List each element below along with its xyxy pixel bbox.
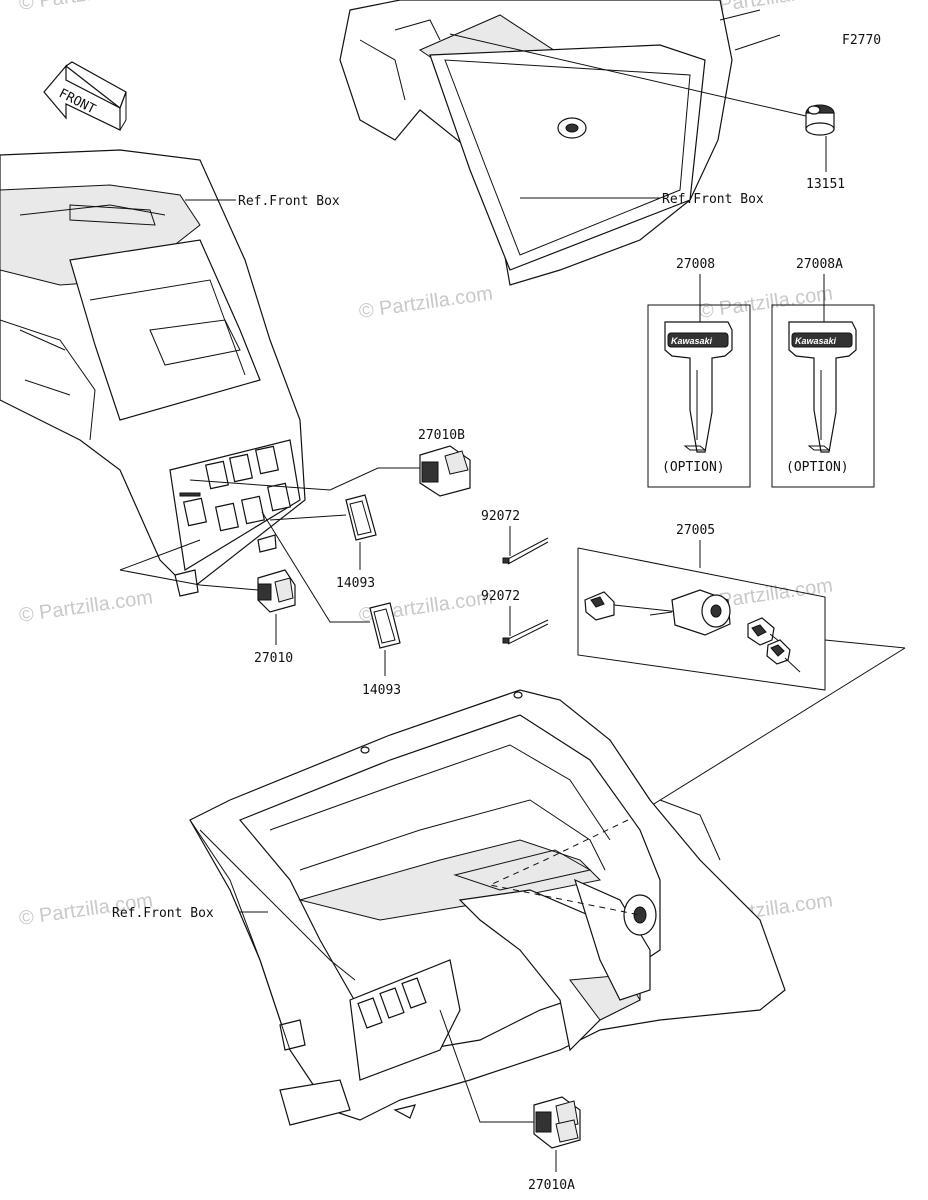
dashboard-panel-top-left [0,149,306,597]
watermark: © Partzilla.com [698,282,835,323]
switch-27010B [419,445,471,497]
figure-code: F2770 [842,33,881,48]
part-label-14093-b: 14093 [362,683,401,698]
key-card-27008A: Kawasaki (OPTION) [771,304,875,488]
ref-label-bottom: Ref.Front Box [112,906,214,921]
front-box-bottom [189,689,786,1126]
watermark: © Partzilla.com [18,0,155,15]
part-label-13151: 13151 [806,177,845,192]
cap-14093-a [345,494,377,541]
key-brand-left: Kawasaki [671,336,713,346]
part-label-92072-a: 92072 [481,509,520,524]
part-label-14093-a: 14093 [336,576,375,591]
tie-92072-b [502,619,549,645]
part-label-27005: 27005 [676,523,715,538]
socket-13151 [805,104,835,136]
option-label-left: (OPTION) [662,460,725,475]
ref-label-top-left: Ref.Front Box [238,194,340,209]
ignition-set-27005 [577,547,826,691]
part-label-27008A: 27008A [796,257,843,272]
ref-label-top-right: Ref.Front Box [662,192,764,207]
part-label-92072-b: 92072 [481,589,520,604]
part-label-27010: 27010 [254,651,293,666]
leader-13151 [449,33,807,117]
switch-27010 [257,569,296,613]
key-brand-right: Kawasaki [795,336,837,346]
option-label-right: (OPTION) [786,460,849,475]
leader-27005-to-box [627,647,906,821]
part-label-27010B: 27010B [418,428,465,443]
leader-27005-to-panel [824,639,906,649]
key-card-27008: Kawasaki (OPTION) [647,304,751,488]
watermark: © Partzilla.com [18,586,155,627]
leader-14093-b [261,511,370,623]
leader-27010B [189,467,420,491]
dashed-mount-line [488,819,641,916]
leader-27010 [119,539,201,571]
leader-14093-a [269,514,347,521]
front-box-top-right [339,0,781,286]
front-arrow-icon: FRONT [43,61,127,131]
tie-92072-a [502,537,549,565]
leader-27010-b [119,569,259,591]
watermark: © Partzilla.com [358,282,495,323]
part-label-27008: 27008 [676,257,715,272]
part-label-27010A: 27010A [528,1178,575,1193]
switch-27010A [533,1096,581,1149]
cap-14093-b [369,602,401,649]
leader-27010A [439,1009,534,1123]
